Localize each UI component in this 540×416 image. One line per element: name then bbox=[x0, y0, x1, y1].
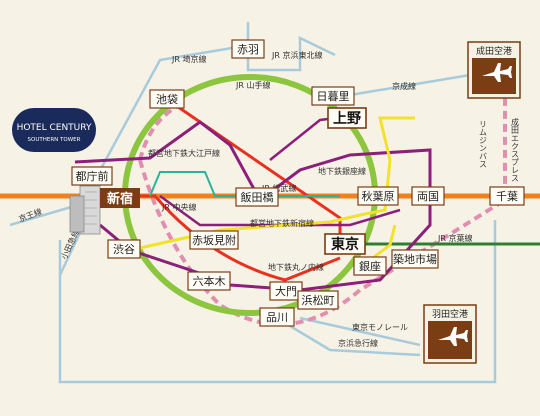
keisei-line bbox=[349, 73, 471, 97]
station-hamamatsucho[interactable]: 浜松町 bbox=[297, 290, 339, 310]
hotel-subtitle: SOUTHERN TOWER bbox=[28, 137, 81, 143]
ginza-line bbox=[139, 116, 415, 250]
station-ikebukuro[interactable]: 池袋 bbox=[149, 89, 185, 109]
yellow-lower-line bbox=[369, 224, 397, 262]
station-chiba-label: 千葉 bbox=[496, 189, 518, 203]
station-akabane-label: 赤羽 bbox=[237, 43, 259, 56]
station-chiba[interactable]: 千葉 bbox=[489, 186, 525, 206]
airplane-icon bbox=[482, 63, 512, 82]
label-shinjuku-line: 都営地下鉄新宿線 bbox=[250, 218, 314, 228]
label-limousine: リムジンバス bbox=[479, 120, 488, 168]
station-akihabara-label: 秋葉原 bbox=[362, 189, 395, 203]
station-ueno[interactable]: 上野 bbox=[327, 107, 367, 129]
label-yamanote: JR 山手線 bbox=[235, 80, 270, 90]
station-ryogoku[interactable]: 両国 bbox=[411, 186, 445, 206]
keio-line bbox=[9, 203, 79, 227]
monorail-line bbox=[299, 316, 421, 347]
haneda-airport-label: 羽田空港 bbox=[432, 308, 468, 320]
pink-dashed-upper bbox=[138, 103, 181, 161]
station-iidabashi[interactable]: 飯田橋 bbox=[235, 187, 279, 207]
station-roppongi-label: 六本木 bbox=[193, 274, 226, 288]
station-shinjuku[interactable]: 新宿 bbox=[100, 188, 140, 208]
narita-airport[interactable]: 成田空港 bbox=[467, 41, 521, 99]
station-tsukiji-label: 築地市場 bbox=[393, 252, 437, 266]
saikyo-line bbox=[83, 43, 251, 199]
label-oedo: 都営地下鉄大江戸線 bbox=[148, 148, 220, 158]
station-tochomae-label: 都庁前 bbox=[76, 169, 109, 183]
station-daimon[interactable]: 大門 bbox=[269, 281, 303, 301]
hotel-building bbox=[69, 185, 101, 235]
station-iidabashi-label: 飯田橋 bbox=[241, 190, 274, 204]
station-akihabara[interactable]: 秋葉原 bbox=[357, 186, 399, 206]
station-ginza-label: 銀座 bbox=[359, 259, 381, 273]
station-ginza[interactable]: 銀座 bbox=[353, 256, 387, 276]
station-akabane[interactable]: 赤羽 bbox=[231, 39, 265, 59]
haneda-airport[interactable]: 羽田空港 bbox=[423, 304, 477, 364]
hotel-name: HOTEL CENTURY bbox=[17, 123, 92, 133]
label-keihin-tohoku: JR 京浜東北線 bbox=[271, 50, 322, 60]
station-shinagawa-label: 品川 bbox=[266, 311, 288, 324]
label-saikyo: JR 埼京線 bbox=[171, 54, 206, 64]
label-ginza-line: 地下鉄銀座線 bbox=[318, 166, 366, 176]
label-keikyu: 京浜急行線 bbox=[338, 338, 378, 348]
label-keio: 京王線 bbox=[17, 206, 43, 224]
label-keisei: 京成線 bbox=[392, 81, 416, 91]
station-tokyo[interactable]: 東京 bbox=[324, 233, 366, 255]
blue-outer-line bbox=[58, 220, 497, 384]
label-monorail: 東京モノレール bbox=[352, 322, 408, 332]
station-akasakamitsuke-label: 赤坂見附 bbox=[192, 233, 236, 247]
station-shinagawa[interactable]: 品川 bbox=[259, 307, 295, 327]
station-shinjuku-label: 新宿 bbox=[107, 191, 133, 207]
station-shibuya-label: 渋谷 bbox=[113, 243, 135, 256]
airplane-icon bbox=[438, 327, 468, 346]
label-narita-express: 成田エクスプレス bbox=[511, 117, 520, 182]
station-shibuya[interactable]: 渋谷 bbox=[107, 239, 141, 259]
station-nippori-label: 日暮里 bbox=[317, 89, 350, 103]
station-ryogoku-label: 両国 bbox=[417, 190, 439, 203]
hotel-badge bbox=[12, 108, 96, 152]
label-sobu: JR 総武線 bbox=[261, 183, 296, 193]
station-akasakamitsuke[interactable]: 赤坂見附 bbox=[189, 230, 239, 250]
station-daimon-label: 大門 bbox=[275, 284, 297, 298]
station-ikebukuro-label: 池袋 bbox=[156, 92, 178, 106]
station-tokyo-label: 東京 bbox=[331, 236, 359, 253]
station-nippori[interactable]: 日暮里 bbox=[311, 86, 355, 106]
station-tsukiji[interactable]: 築地市場 bbox=[391, 249, 439, 269]
label-marunouchi: 地下鉄丸ノ内線 bbox=[268, 262, 324, 272]
station-tochomae[interactable]: 都庁前 bbox=[71, 166, 113, 186]
label-odakyu: 小田急線 bbox=[59, 228, 82, 261]
label-chuo: JR 中央線 bbox=[161, 202, 196, 212]
station-roppongi[interactable]: 六本木 bbox=[187, 271, 231, 291]
label-keiyo: JR 京葉線 bbox=[437, 233, 472, 243]
marunouchi-line bbox=[130, 96, 342, 282]
station-hamamatsucho-label: 浜松町 bbox=[302, 293, 335, 307]
keikyu-line bbox=[279, 318, 421, 357]
station-ueno-label: 上野 bbox=[333, 111, 361, 127]
narita-airport-label: 成田空港 bbox=[476, 45, 512, 57]
